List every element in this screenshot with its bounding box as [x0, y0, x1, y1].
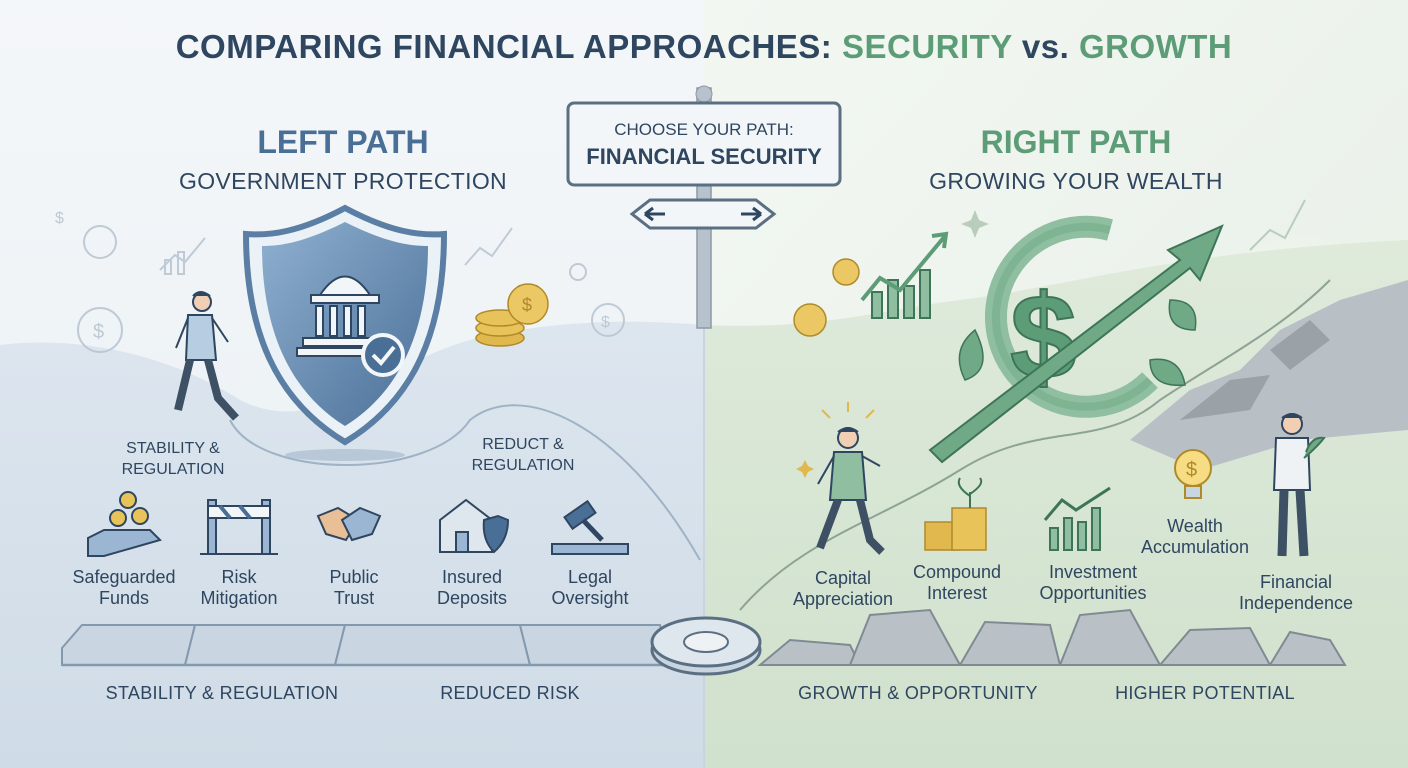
walking-person-left — [174, 291, 239, 421]
stepping-stones-path — [61, 624, 672, 667]
mountain-ridge-shade — [1180, 320, 1330, 420]
rocks-path — [757, 608, 1347, 666]
signpost-line1: CHOOSE YOUR PATH: — [614, 120, 794, 139]
bottom-label-stability: STABILITY & REGULATION — [105, 683, 339, 703]
callout-reduct: REDUCT &REGULATION — [471, 436, 575, 474]
svg-text:$: $ — [1186, 459, 1197, 481]
svg-text:$: $ — [93, 321, 104, 343]
bottom-label-growth: GROWTH & OPPORTUNITY — [798, 683, 1038, 703]
growth-arrow — [928, 224, 1224, 464]
left-path-curve — [229, 404, 701, 561]
coin-stack-plant-icon — [924, 477, 987, 551]
lightbulb-dollar-icon: $ — [1174, 449, 1212, 499]
callout-stability: STABILITY &REGULATION — [121, 440, 225, 478]
svg-text:$: $ — [522, 295, 532, 315]
coin-stack-icon: $ — [475, 283, 549, 347]
standing-person-right — [1272, 413, 1326, 557]
walking-person-right — [796, 402, 885, 555]
sparkle-icon — [796, 402, 875, 478]
faint-finance-icons-left: $ $ $ — [55, 210, 625, 353]
right-path-heading: RIGHT PATH — [980, 124, 1172, 160]
direction-arrow-sign — [629, 198, 777, 230]
right-mountain-slope — [739, 279, 1331, 611]
left-path-heading: LEFT PATH — [257, 124, 429, 160]
signpost-line2: FINANCIAL SECURITY — [586, 144, 822, 169]
hand-coins-icon — [87, 491, 162, 557]
barrier-icon — [200, 499, 278, 555]
handshake-icon — [316, 506, 382, 542]
svg-text:$: $ — [55, 210, 64, 227]
page-title: COMPARING FINANCIAL APPROACHES: SECURITY… — [175, 28, 1233, 65]
coin-icon — [793, 258, 860, 337]
government-shield-icon — [242, 204, 448, 461]
svg-text:$: $ — [601, 314, 610, 331]
right-path-subheading: GROWING YOUR WEALTH — [929, 168, 1223, 194]
checkmark-icon — [361, 333, 405, 377]
sign-board — [566, 101, 842, 187]
signpost — [566, 85, 842, 329]
leaf-icon — [958, 299, 1197, 387]
faint-finance-icons-right — [961, 199, 1306, 251]
gavel-icon — [551, 499, 629, 555]
portal-ring-icon — [650, 616, 762, 676]
growth-dollar-icon: $ — [928, 215, 1224, 464]
bottom-label-reduced-risk: REDUCED RISK — [440, 683, 580, 703]
mountain-ridge — [1130, 280, 1408, 470]
rising-chart-icon — [860, 231, 949, 319]
left-path-subheading: GOVERNMENT PROTECTION — [179, 168, 507, 194]
bottom-label-higher-potential: HIGHER POTENTIAL — [1115, 683, 1295, 703]
growth-chart-icon — [1043, 486, 1111, 551]
government-building-icon — [296, 275, 394, 357]
house-shield-icon — [439, 498, 510, 554]
